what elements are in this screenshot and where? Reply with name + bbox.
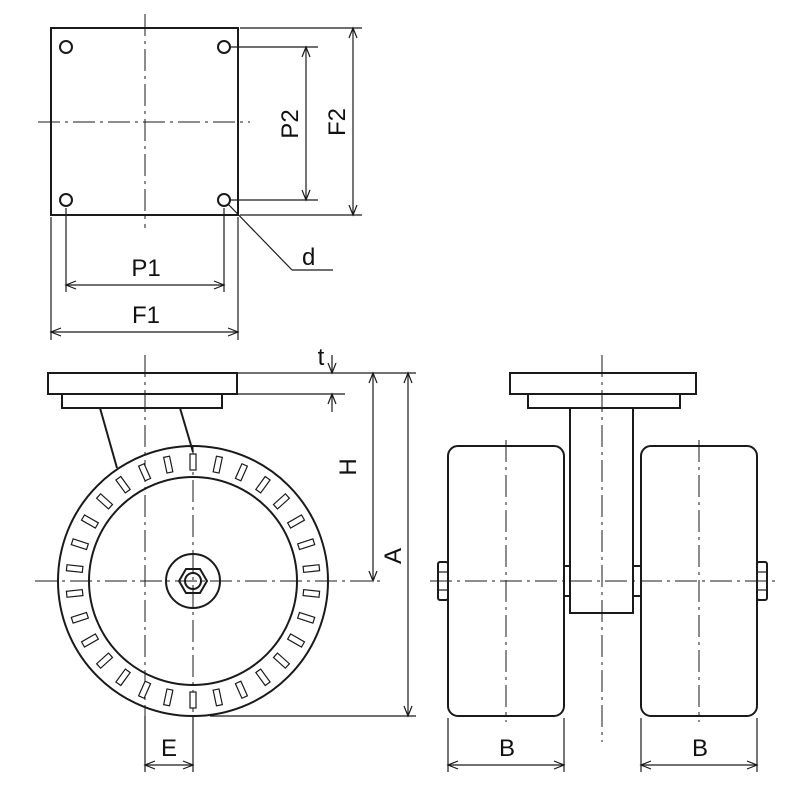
tread-slot xyxy=(302,588,321,598)
tread-slot xyxy=(115,668,132,687)
tread-slot xyxy=(189,453,197,471)
d-leader xyxy=(227,203,333,271)
b-dimension-left xyxy=(446,760,566,770)
tread-slot xyxy=(80,633,100,648)
a-label: A xyxy=(380,548,407,564)
f2-label: F2 xyxy=(324,108,351,136)
bolt-hole-top-right xyxy=(217,40,231,54)
tread-slot xyxy=(296,538,316,551)
f1-label: F1 xyxy=(132,302,160,329)
b-label-right: B xyxy=(692,735,708,762)
tread-slot xyxy=(296,611,316,624)
tread-slot xyxy=(115,475,132,494)
p1-dimension xyxy=(64,280,226,290)
front-plate-flange xyxy=(527,393,681,409)
tread-slot xyxy=(272,652,291,670)
p1-label: P1 xyxy=(131,255,160,282)
tread-slot xyxy=(234,462,249,482)
axle-bolt xyxy=(184,572,202,590)
t-dimension xyxy=(327,355,337,412)
side-view: t H A E xyxy=(35,344,416,772)
front-view: B B xyxy=(430,355,775,772)
front-top-plate xyxy=(509,372,697,395)
side-plate-flange xyxy=(61,393,223,409)
p2-dimension xyxy=(301,45,311,202)
tread-slot xyxy=(65,588,84,598)
tread-slot xyxy=(286,514,306,529)
tread-slot xyxy=(189,691,197,709)
right-inner-spacer xyxy=(632,565,642,597)
b-dimension-right xyxy=(639,760,759,770)
side-top-plate xyxy=(47,372,238,395)
tread-slots xyxy=(65,453,321,709)
tread-slot xyxy=(80,514,100,529)
tread-slot xyxy=(162,688,174,707)
tread-slot xyxy=(70,611,90,624)
wheel-inner-rim xyxy=(88,476,298,686)
swivel-fork xyxy=(99,407,194,469)
hub-ring xyxy=(165,553,221,609)
p2-label: P2 xyxy=(277,109,304,138)
tread-slot xyxy=(137,462,152,482)
e-label: E xyxy=(161,735,177,762)
axle-nut xyxy=(177,568,209,594)
tread-slot xyxy=(234,680,249,700)
f1-dimension xyxy=(49,327,240,337)
h-label: H xyxy=(335,458,362,475)
left-inner-spacer xyxy=(563,565,571,597)
tread-slot xyxy=(302,564,321,574)
h-dimension xyxy=(368,371,378,583)
bolt-hole-bottom-left xyxy=(59,193,73,207)
a-dimension xyxy=(403,371,413,718)
tread-slot xyxy=(286,633,306,648)
tread-slot xyxy=(212,688,224,707)
tread-slot xyxy=(70,538,90,551)
top-plate-view: P2 F2 P1 F1 d xyxy=(38,14,362,340)
left-axle-cap xyxy=(437,561,449,601)
e-dimension xyxy=(143,716,195,772)
b-label-left: B xyxy=(499,735,515,762)
tread-slot xyxy=(162,455,174,474)
f2-dimension xyxy=(348,26,358,217)
tread-slot xyxy=(212,455,224,474)
tread-slot xyxy=(272,492,291,510)
tread-slot xyxy=(65,564,84,574)
tread-slot xyxy=(254,475,271,494)
tread-slot xyxy=(95,652,114,670)
d-label: d xyxy=(302,244,315,271)
tread-slot xyxy=(137,680,152,700)
t-label: t xyxy=(318,344,325,371)
right-axle-cap xyxy=(756,561,768,601)
bolt-hole-top-left xyxy=(59,40,73,54)
tread-slot xyxy=(95,492,114,510)
tread-slot xyxy=(254,668,271,687)
